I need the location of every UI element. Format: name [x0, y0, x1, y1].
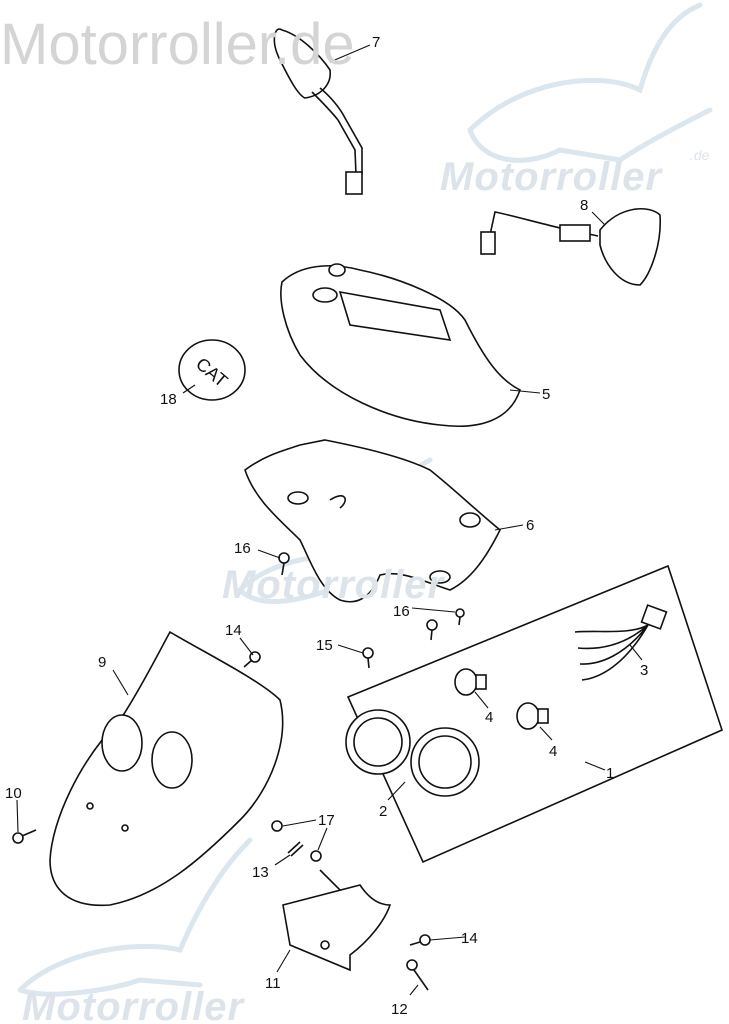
label-part-4: 4: [549, 743, 557, 760]
part-6-handlebar-cover-lower[interactable]: [244, 439, 501, 603]
part-11-bracket[interactable]: [282, 869, 392, 972]
part-4-bulb[interactable]: [516, 702, 549, 730]
label-part-4: 4: [485, 709, 493, 726]
screw-15[interactable]: [362, 647, 374, 669]
label-part-3: 3: [640, 662, 648, 679]
label-part-17: 17: [318, 812, 335, 829]
screw-10[interactable]: [12, 829, 37, 844]
label-part-14: 14: [461, 930, 478, 947]
part-18-cat-sticker[interactable]: CAT: [178, 339, 246, 401]
part-1-headlight-assembly-outline[interactable]: [346, 564, 723, 864]
label-part-5: 5: [542, 386, 550, 403]
watermark-text-top: Motorroller.de: [0, 12, 355, 77]
part-7-mirror-left[interactable]: [273, 28, 363, 195]
part-8-mirror-right[interactable]: [480, 208, 661, 286]
label-part-18: 18: [160, 391, 177, 408]
label-part-9: 9: [98, 654, 106, 671]
label-part-8: 8: [580, 197, 588, 214]
label-part-16: 16: [393, 603, 410, 620]
screw-16b[interactable]: [426, 608, 465, 641]
label-part-13: 13: [252, 864, 269, 881]
label-part-10: 10: [5, 785, 22, 802]
part-9-front-cover[interactable]: [49, 630, 284, 907]
part-4-bulb[interactable]: [454, 668, 487, 696]
label-part-7: 7: [372, 34, 380, 51]
label-part-15: 15: [316, 637, 333, 654]
label-part-14: 14: [225, 622, 242, 639]
screw-14b[interactable]: [409, 934, 431, 946]
spring-13[interactable]: [287, 841, 304, 857]
watermark-brand-bottom: Motorroller: [22, 985, 246, 1024]
watermark-brand-right: Motorroller: [440, 155, 664, 199]
leader-lines: [16, 44, 643, 996]
label-part-6: 6: [526, 517, 534, 534]
watermark-suffix: .de: [690, 147, 710, 163]
label-part-12: 12: [391, 1001, 408, 1018]
label-part-11: 11: [265, 975, 281, 992]
part-5-handlebar-cover-upper[interactable]: [280, 263, 521, 428]
part-3-wiring-harness[interactable]: [574, 604, 668, 681]
screw-12[interactable]: [406, 959, 429, 991]
washer-17[interactable]: [271, 820, 322, 862]
label-part-1: 1: [606, 765, 614, 782]
watermark-brand-center: Motorroller: [222, 563, 446, 607]
label-part-2: 2: [379, 803, 387, 820]
label-part-16: 16: [234, 540, 251, 557]
part-2-headlight-unit[interactable]: [345, 709, 480, 797]
